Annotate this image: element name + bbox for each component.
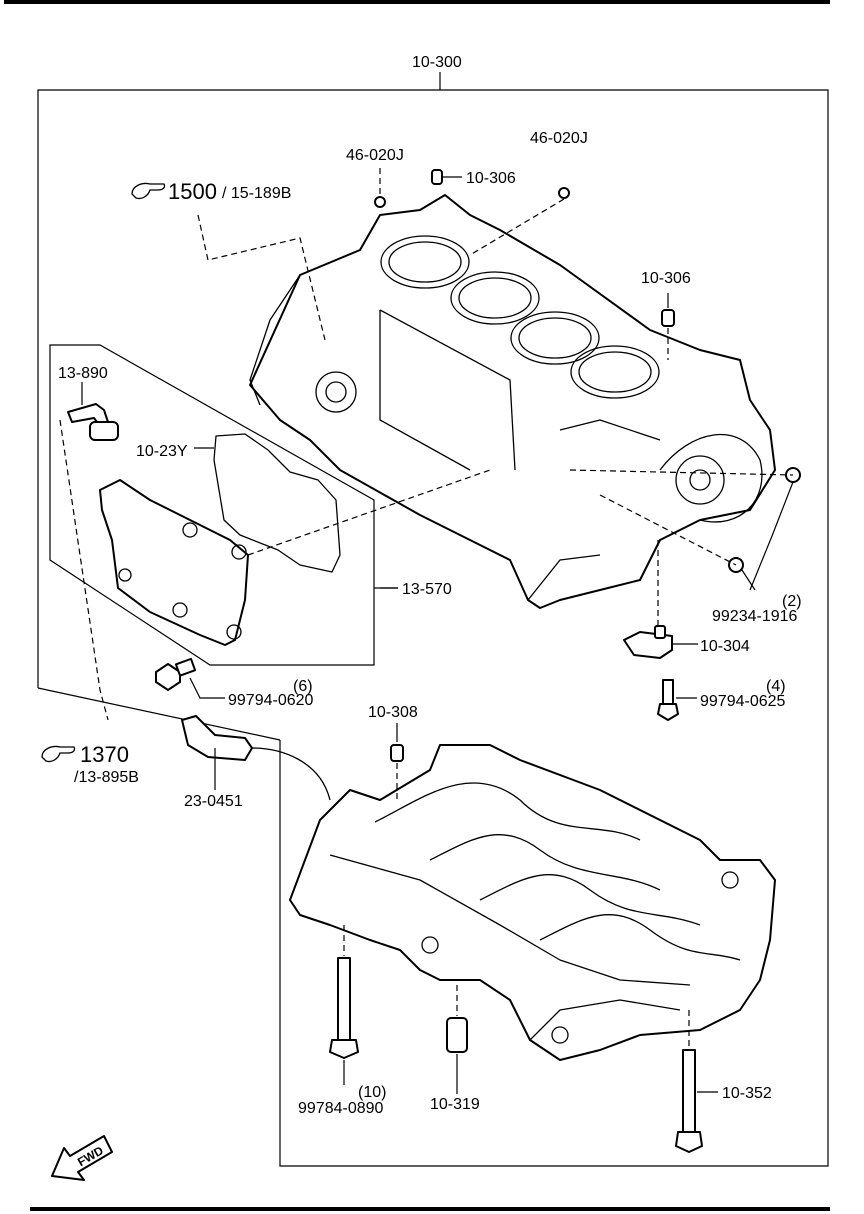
label-ref-1500: 1500 (168, 179, 217, 204)
label-breather-pipe: 13-890 (58, 365, 108, 382)
label-pin: 99234-1916 (712, 608, 798, 625)
label-assembly: 10-300 (412, 54, 462, 71)
leader-lines (59, 168, 794, 1094)
label-cover-bolt: 99794-0620 (228, 692, 314, 709)
stud-part (446, 1017, 468, 1053)
dowel-top-part (431, 169, 443, 185)
assembly-frame (37, 72, 829, 1167)
sealant-tube (181, 715, 331, 801)
lower-crankcase (289, 744, 776, 1061)
label-sealant: 23-0451 (184, 793, 243, 810)
bracket-part (623, 625, 673, 659)
label-plug-b: 46-020J (530, 130, 588, 147)
label-dowel-right: 10-306 (641, 270, 691, 287)
bottom-border (30, 1207, 830, 1211)
label-gasket: 10-23Y (136, 443, 188, 460)
bracket-bolt-part (657, 679, 679, 721)
cylinder-block (249, 194, 776, 609)
label-ref-1500-sub: / 15-189B (222, 185, 291, 202)
label-main-bolt: 99784-0890 (298, 1100, 384, 1117)
label-dowel-top: 10-306 (466, 170, 516, 187)
cover-bolt (155, 657, 197, 691)
label-bracket-bolt-qty: (4) (766, 678, 786, 695)
plug-a-part (374, 196, 386, 208)
label-dowel-pin: 10-308 (368, 704, 418, 721)
label-bracket: 10-304 (700, 638, 750, 655)
main-bolt-part (329, 957, 359, 1059)
gasket-outline (213, 433, 341, 573)
label-ref-1370: 1370 (80, 742, 129, 767)
label-ref-1370-sub: /13-895B (74, 769, 139, 786)
hand-pointer-icon (131, 182, 166, 200)
label-pin-qty: (2) (782, 593, 802, 610)
side-bolt-part (675, 1049, 703, 1153)
dowel-right-part (661, 309, 675, 327)
top-border (4, 0, 830, 4)
plug-b-part (558, 187, 570, 199)
breather-pipe (67, 403, 119, 441)
label-bracket-bolt: 99794-0625 (700, 693, 786, 710)
label-main-bolt-qty: (10) (358, 1084, 386, 1101)
label-side-bolt: 10-352 (722, 1085, 772, 1102)
label-separator-cover: 13-570 (402, 581, 452, 598)
hand-pointer-icon-2 (41, 745, 76, 763)
dowel-pin-part (390, 744, 404, 762)
label-stud: 10-319 (430, 1096, 480, 1113)
label-plug-a: 46-020J (346, 147, 404, 164)
oil-separator-cover (99, 479, 249, 646)
label-cover-bolt-qty: (6) (293, 678, 313, 695)
fwd-arrow-icon: FWD (51, 1135, 113, 1181)
